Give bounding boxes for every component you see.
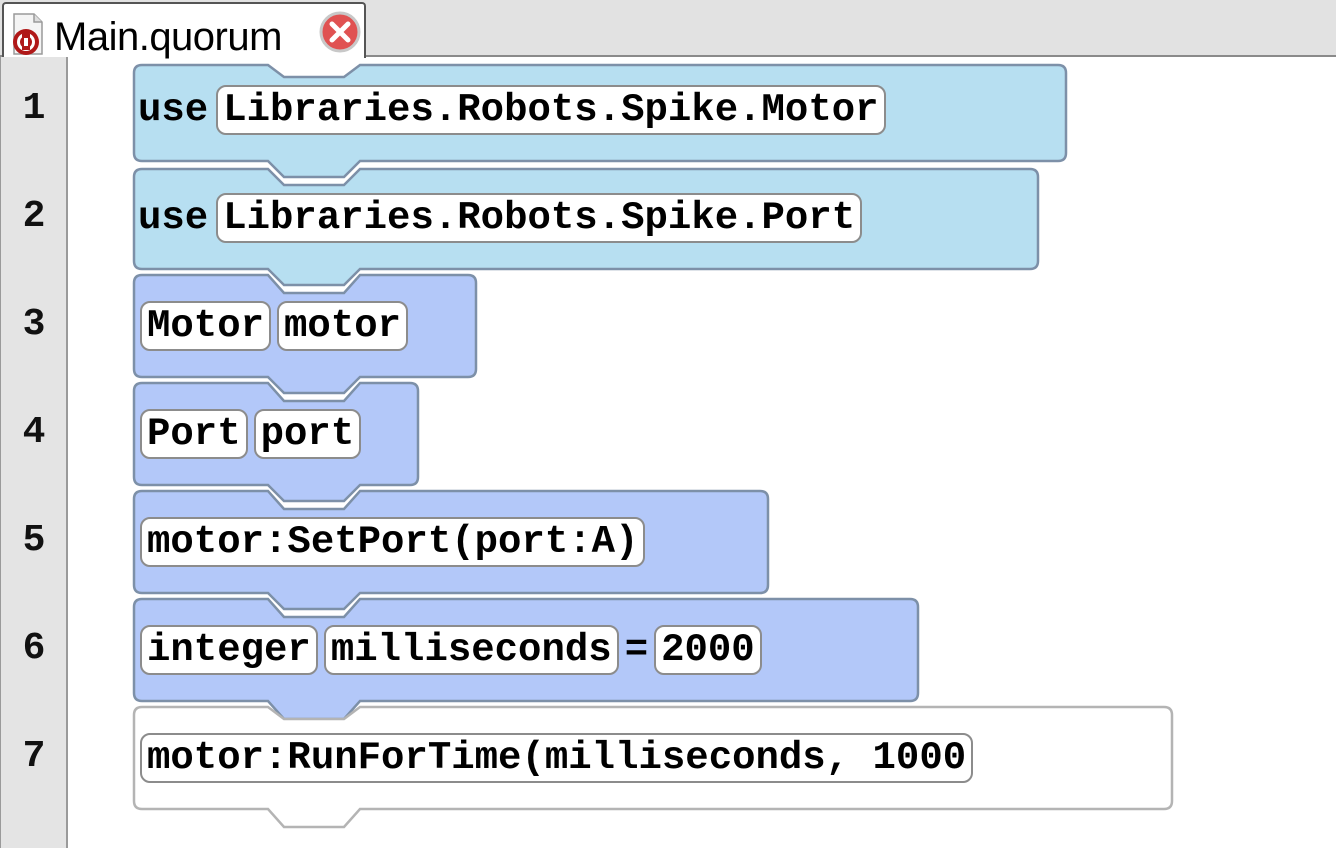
tab-title: Main.quorum <box>54 15 282 59</box>
variable-assignment: integer milliseconds = 2000 <box>140 619 762 681</box>
line-number: 1 <box>22 87 46 130</box>
quorum-file-icon <box>13 13 43 55</box>
expression-slot[interactable]: motor:SetPort(port:A) <box>140 517 646 567</box>
use-keyword: use <box>138 196 209 240</box>
close-icon[interactable] <box>318 10 362 54</box>
line-number: 7 <box>22 735 46 778</box>
variable-name-slot[interactable]: milliseconds <box>323 625 619 675</box>
line-number: 2 <box>22 195 46 238</box>
line-number-gutter: 1 2 3 4 5 6 7 <box>0 57 68 848</box>
use-statement: use Libraries.Robots.Spike.Port <box>136 187 863 249</box>
variable-declaration: Port port <box>140 403 362 465</box>
variable-name-slot[interactable]: motor <box>277 301 409 351</box>
line-number: 6 <box>22 627 46 670</box>
use-statement: use Libraries.Robots.Spike.Motor <box>136 79 886 141</box>
line-number: 4 <box>22 411 46 454</box>
equals-operator: = <box>624 628 649 672</box>
variable-declaration: Motor motor <box>140 295 409 357</box>
block-editor[interactable]: use Libraries.Robots.Spike.Motor use Lib… <box>70 57 1336 848</box>
use-keyword: use <box>138 88 209 132</box>
tab-bar: Main.quorum <box>0 0 1336 59</box>
library-name-slot[interactable]: Libraries.Robots.Spike.Port <box>216 193 863 243</box>
variable-name-slot[interactable]: port <box>253 409 362 459</box>
type-slot[interactable]: Motor <box>140 301 272 351</box>
value-slot[interactable]: 2000 <box>654 625 762 675</box>
line-number: 3 <box>22 303 46 346</box>
tab-main-quorum[interactable]: Main.quorum <box>2 2 366 59</box>
method-call-statement: motor:SetPort(port:A) <box>140 511 646 573</box>
line-number: 5 <box>22 519 46 562</box>
type-slot[interactable]: Port <box>140 409 248 459</box>
library-name-slot[interactable]: Libraries.Robots.Spike.Motor <box>216 85 886 135</box>
method-call-statement: motor:RunForTime(milliseconds, 1000 <box>140 727 974 789</box>
expression-slot[interactable]: motor:RunForTime(milliseconds, 1000 <box>140 733 974 783</box>
type-slot[interactable]: integer <box>140 625 318 675</box>
